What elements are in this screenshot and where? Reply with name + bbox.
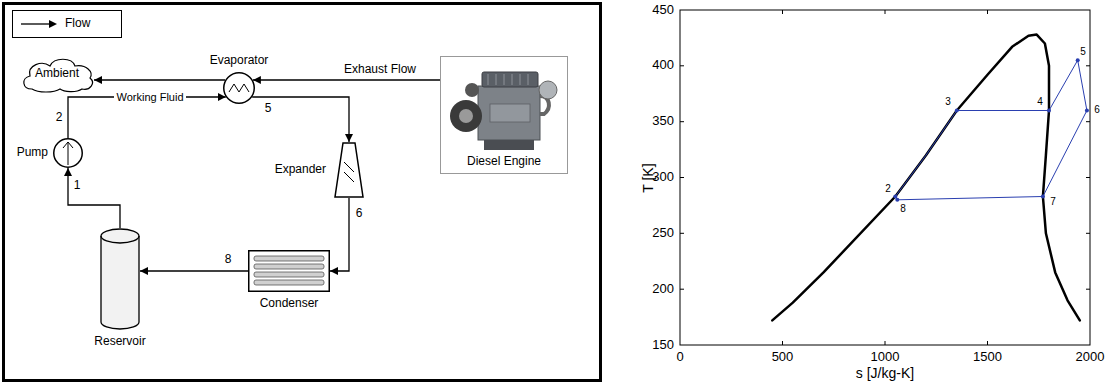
state-dot [1047,109,1051,113]
evaporator-symbol [223,72,255,104]
reservoir-tank: Reservoir [100,228,140,330]
flow-line [253,79,440,80]
tank-rim [101,236,139,243]
legend-sample [13,11,63,37]
axis-title: s [J/kg-K] [856,365,914,381]
tick-label: 500 [772,350,794,365]
node-label: Reservoir [94,335,145,349]
node-label: Ambient [35,67,79,81]
state-dot [955,109,959,113]
node-label: Expander [275,163,326,177]
expander-symbol [334,142,364,198]
picture-frame [441,57,568,174]
legend-arrow-head [49,20,57,28]
engine-pulley [450,100,482,132]
state-dot [1076,58,1080,62]
point-label: 6 [1094,104,1100,116]
pump-symbol: Pump [53,138,83,168]
node-label: Pump [17,146,48,160]
point-label: 2 [885,183,891,195]
engine-head [482,72,538,87]
condenser-unit [248,250,330,292]
state-number: 2 [56,111,63,125]
state-number: 6 [356,207,363,221]
engine-block [478,86,540,140]
cycle-path [895,60,1087,200]
x-ticks [783,10,988,345]
point-label: 5 [1080,46,1086,58]
saturation-dome [772,35,1080,321]
point-label: 8 [900,203,906,215]
tick-label: 450 [652,3,674,18]
legend-line [21,23,51,24]
flow-label: Exhaust Flow [344,63,416,77]
state-number: 8 [225,253,232,267]
condenser-tube [254,264,324,269]
head-ribs [488,74,528,85]
tick-label: 350 [652,114,674,129]
engine-cover [490,104,530,122]
pump-symbol [53,138,83,168]
expander-mark [344,162,354,182]
node-label: Diesel Engine [467,155,541,169]
legend-text: Flow [65,17,90,31]
small-pulley [465,83,479,97]
coil-mark [229,84,249,92]
oil-pan [484,140,534,150]
condenser-unit: Condenser [248,250,330,292]
condenser-tube [254,280,324,285]
engine-picture: Diesel Engine [440,56,568,174]
tank-body [101,229,139,329]
state-points [893,58,1089,202]
node-label: Evaporator [210,54,269,68]
tick-label: 200 [652,282,674,297]
axis-title: T [K] [640,163,656,192]
tick-label: 150 [652,338,674,353]
tick-label: 1500 [973,350,1002,365]
cloud-outline [24,59,93,92]
tick-label: 0 [676,350,683,365]
state-dot [1085,109,1089,113]
state-dot [895,198,899,202]
condenser-outline [249,251,330,292]
tick-label: 400 [652,58,674,73]
flow-line [330,198,349,271]
flow-line [140,270,248,271]
turbocharger [539,81,557,99]
point-label: 3 [945,96,951,108]
legend-box: Flow [12,10,122,38]
circle-outline [224,73,255,104]
tick-label: 1000 [871,350,900,365]
plot-frame [680,10,1090,345]
node-label: Condenser [260,297,319,311]
pulley-hub [459,109,473,123]
flow-line [252,97,349,142]
state-dot [1041,195,1045,199]
trapezoid-outline [335,143,363,197]
tick-label: 250 [652,226,674,241]
condenser-tube [254,272,324,277]
expander-symbol: Expander [334,142,364,198]
pump-mark [63,142,73,165]
flow-label: Working Fluid [114,91,185,104]
point-label: 7 [1050,196,1056,208]
evaporator-symbol: Evaporator [223,72,255,104]
y-ticks [680,66,1090,289]
state-number: 1 [74,179,81,193]
circle-outline [54,139,83,168]
tick-label: 2000 [1076,350,1105,365]
state-number: 5 [265,102,272,116]
point-label: 4 [1037,96,1043,108]
ambient-cloud: Ambient [20,56,94,92]
axis-ticks [680,10,1090,345]
flow-line [68,168,120,228]
flow-line [94,79,225,80]
condenser-tube [254,256,324,261]
reservoir-tank [100,228,140,330]
panel-frame [4,4,601,381]
